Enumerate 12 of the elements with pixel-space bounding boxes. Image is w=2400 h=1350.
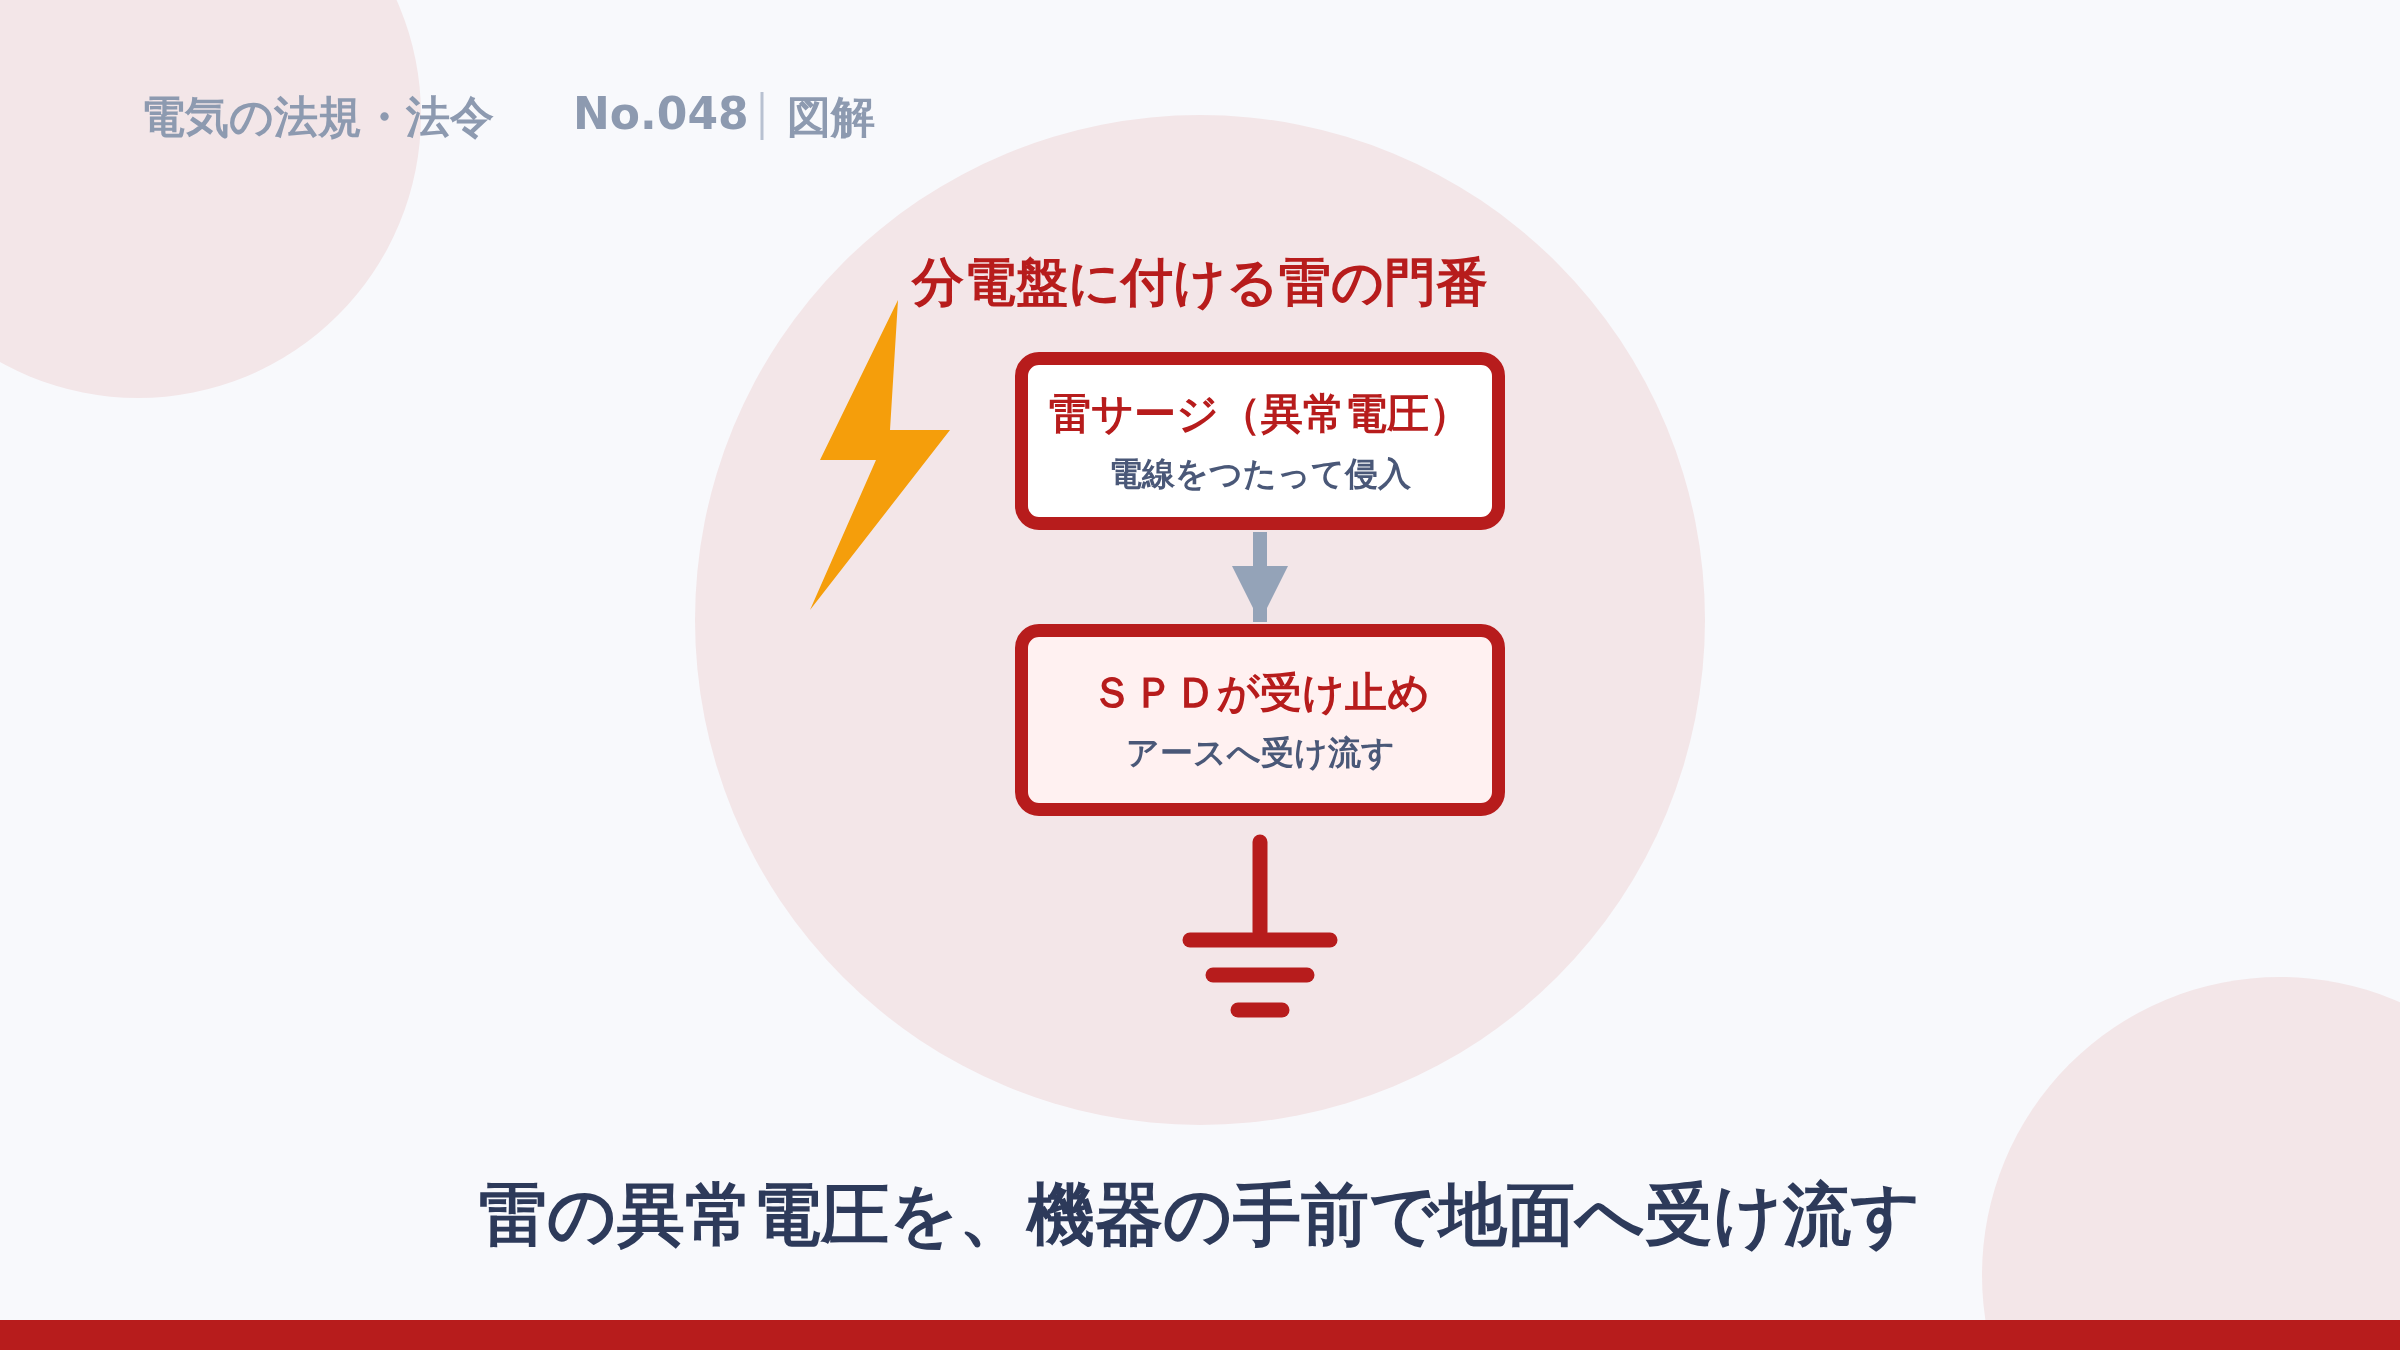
box-text: アースへ受け流す <box>1125 731 1395 774</box>
header-text: 図解 <box>787 90 875 144</box>
caption: 雷の異常電圧を、機器の手前で地面へ受け流す <box>479 1174 1921 1256</box>
process-box <box>1015 352 1505 530</box>
box-text: 電線をつたって侵入 <box>1109 452 1411 495</box>
arrow <box>1232 532 1288 622</box>
box-heading: 雷サージ（異常電圧） <box>1049 387 1471 440</box>
header-text: No.048 <box>573 88 749 139</box>
box-heading: ＳＰＤが受け止め <box>1090 666 1430 719</box>
header-text: 電気の法規・法令 <box>141 90 494 144</box>
diagram-title: 分電盤に付ける雷の門番 <box>912 251 1488 314</box>
process-box <box>1015 624 1505 816</box>
